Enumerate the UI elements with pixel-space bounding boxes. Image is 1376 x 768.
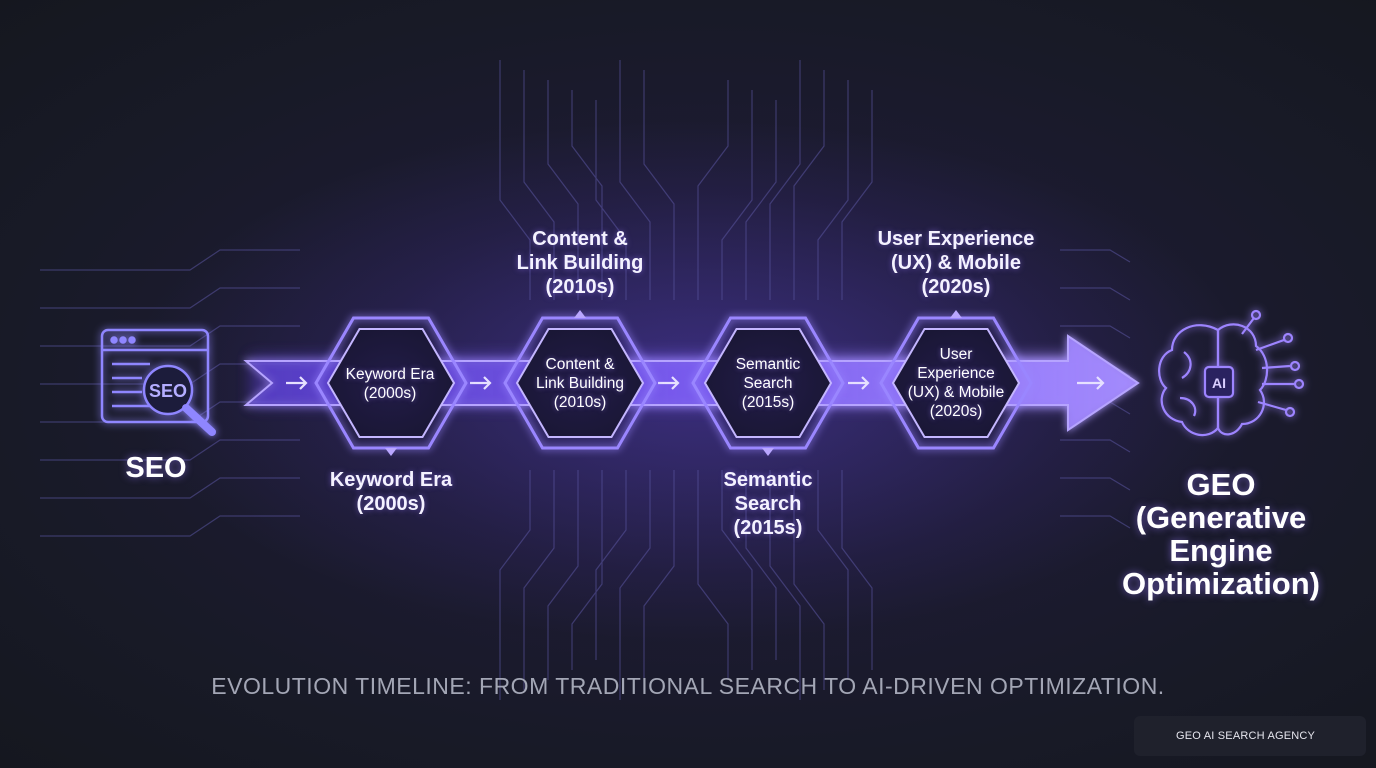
stage-2-hex — [515, 328, 645, 438]
circuit-trace — [841, 90, 873, 300]
connector-arrow — [1077, 376, 1105, 390]
circuit-trace — [745, 100, 777, 300]
circuit-trace — [547, 470, 579, 680]
circuit-trace — [523, 70, 555, 300]
circuit-trace — [1060, 515, 1131, 529]
circuit-trace — [721, 470, 753, 670]
circuit-trace — [841, 470, 873, 670]
stage-4-hex — [891, 328, 1021, 438]
stage-2-hex-outer — [503, 316, 657, 450]
circuit-trace — [643, 470, 675, 690]
badge-text: GEO AI SEARCH AGENCY — [1176, 730, 1316, 742]
stage-4-hex-label: User Experience (UX) & Mobile (2020s) — [907, 346, 1005, 420]
circuit-trace — [769, 60, 801, 300]
ai-brain-icon — [1158, 309, 1305, 437]
circuit-trace — [1060, 325, 1131, 339]
stage-1-hex-outer — [314, 316, 468, 450]
seo-icon-text: SEO — [149, 381, 187, 401]
circuit-trace — [793, 470, 825, 690]
circuit-trace — [523, 470, 555, 690]
circuit-trace — [40, 439, 300, 461]
circuit-trace — [619, 60, 651, 300]
circuit-trace — [595, 470, 627, 660]
stage-2-callout: Content & Link Building (2010s) — [516, 228, 644, 298]
connector-arrows — [286, 376, 1105, 390]
circuit-trace — [40, 515, 300, 537]
connector-arrow — [848, 376, 870, 390]
seo-title: SEO — [125, 452, 187, 484]
circuit-trace — [697, 470, 729, 680]
circuit-trace — [40, 287, 300, 309]
stage-3-hex — [703, 328, 833, 438]
stage-4-pointer — [950, 310, 962, 318]
agency-badge: GEO AI SEARCH AGENCY — [1134, 716, 1366, 756]
circuit-trace — [721, 90, 753, 300]
stage-3-hex-outer — [691, 316, 845, 450]
circuit-trace — [40, 477, 300, 499]
circuit-trace — [571, 90, 603, 300]
stage-2-hex-label: Content & Link Building (2010s) — [536, 356, 624, 411]
circuit-trace — [571, 470, 603, 670]
stage-1-pointer — [385, 448, 397, 456]
stage-1-hex-label: Keyword Era (2000s) — [345, 366, 435, 402]
caption: EVOLUTION TIMELINE: FROM TRADITIONAL SEA… — [211, 673, 1165, 699]
connector-arrow — [658, 376, 680, 390]
circuit-trace — [619, 470, 651, 700]
circuit-trace — [499, 60, 531, 300]
circuit-trace — [1060, 287, 1131, 301]
geo-title: GEO (Generative Engine Optimization) — [1121, 467, 1321, 601]
circuit-trace — [817, 80, 849, 300]
connector-arrow — [470, 376, 492, 390]
seo-browser-icon — [100, 328, 216, 436]
stage-1-hex — [326, 328, 456, 438]
stage-3-hex-label: Semantic Search (2015s) — [735, 356, 801, 411]
stage-2-pointer — [574, 310, 586, 318]
stage-4-callout: User Experience (UX) & Mobile (2020s) — [877, 228, 1035, 298]
circuit-trace — [745, 470, 777, 660]
circuit-trace — [40, 325, 300, 347]
stage-1-callout: Keyword Era (2000s) — [329, 469, 453, 515]
circuit-trace — [547, 80, 579, 300]
ai-icon-text: AI — [1212, 375, 1226, 391]
circuit-trace — [595, 100, 627, 300]
circuit-trace — [40, 249, 300, 271]
circuit-trace — [793, 70, 825, 300]
circuit-trace — [697, 80, 729, 300]
stage-3-callout: Semantic Search (2015s) — [723, 469, 813, 539]
stage-4-hex-outer — [879, 316, 1033, 450]
stage-hexagons — [314, 310, 1033, 456]
circuit-trace — [1060, 439, 1131, 453]
circuit-trace — [499, 470, 531, 700]
connector-arrow — [286, 376, 308, 390]
stage-3-pointer — [762, 448, 774, 456]
circuit-trace — [1060, 249, 1131, 263]
circuit-trace — [769, 470, 801, 700]
circuit-trace — [817, 470, 849, 680]
circuit-trace — [643, 70, 675, 300]
circuit-trace — [1060, 477, 1131, 491]
